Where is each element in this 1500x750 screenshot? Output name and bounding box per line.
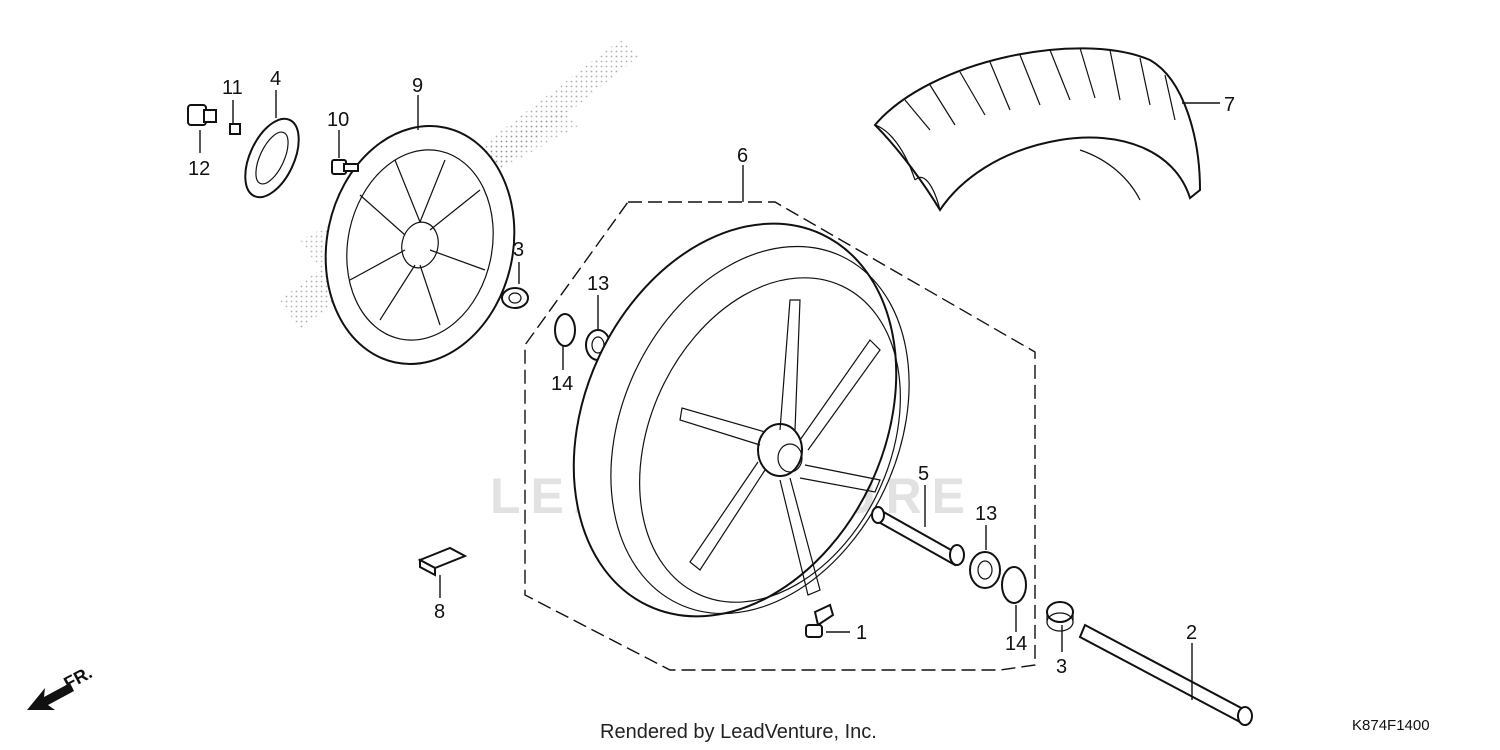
wheel-part-6[interactable] [512,171,1036,671]
callouts: 1 2 3 3 4 5 6 7 8 9 10 11 12 13 13 14 14 [188,68,1235,678]
seal-part-14-upper[interactable] [554,313,576,347]
callout-13-lower: 13 [975,503,997,525]
callout-7: 7 [1224,94,1235,116]
callout-4: 4 [270,68,281,90]
callout-2: 2 [1186,622,1197,644]
callout-3-upper: 3 [513,239,524,261]
tire-part-7[interactable] [873,47,1202,212]
leader-lines [199,90,1220,700]
axle-part-2[interactable] [1078,623,1253,726]
callout-10: 10 [327,109,349,131]
callout-5: 5 [918,463,929,485]
seal-part-14-lower[interactable] [1001,566,1027,604]
callout-6: 6 [737,145,748,167]
callout-12: 12 [188,158,210,180]
callout-8: 8 [434,601,445,623]
collar-part-3-lower[interactable] [1046,601,1074,632]
disc-bolt-part-10[interactable] [331,159,359,175]
diagram-code: K874F1400 [1352,717,1430,734]
callout-14-lower: 14 [1005,633,1027,655]
callout-13-upper: 13 [587,273,609,295]
collar-part-3-upper[interactable] [501,287,529,309]
brake-disc-part-9[interactable] [304,108,536,381]
bolt-part-12[interactable] [187,104,217,126]
label-part-8[interactable] [417,546,468,577]
callout-9: 9 [412,75,423,97]
footer-credit: Rendered by LeadVenture, Inc. [600,721,877,743]
valve-part-1[interactable] [805,603,835,638]
bolt-part-11[interactable] [229,123,241,135]
callout-1: 1 [856,622,867,644]
distance-collar-part-5[interactable] [871,506,965,567]
callout-14-upper: 14 [551,373,573,395]
callout-11: 11 [222,77,243,99]
pulser-ring-part-4[interactable] [234,111,309,206]
front-direction-arrow-icon: FR. [27,662,95,710]
bearing-part-13-lower[interactable] [969,551,1001,589]
callout-3-lower: 3 [1056,656,1067,678]
